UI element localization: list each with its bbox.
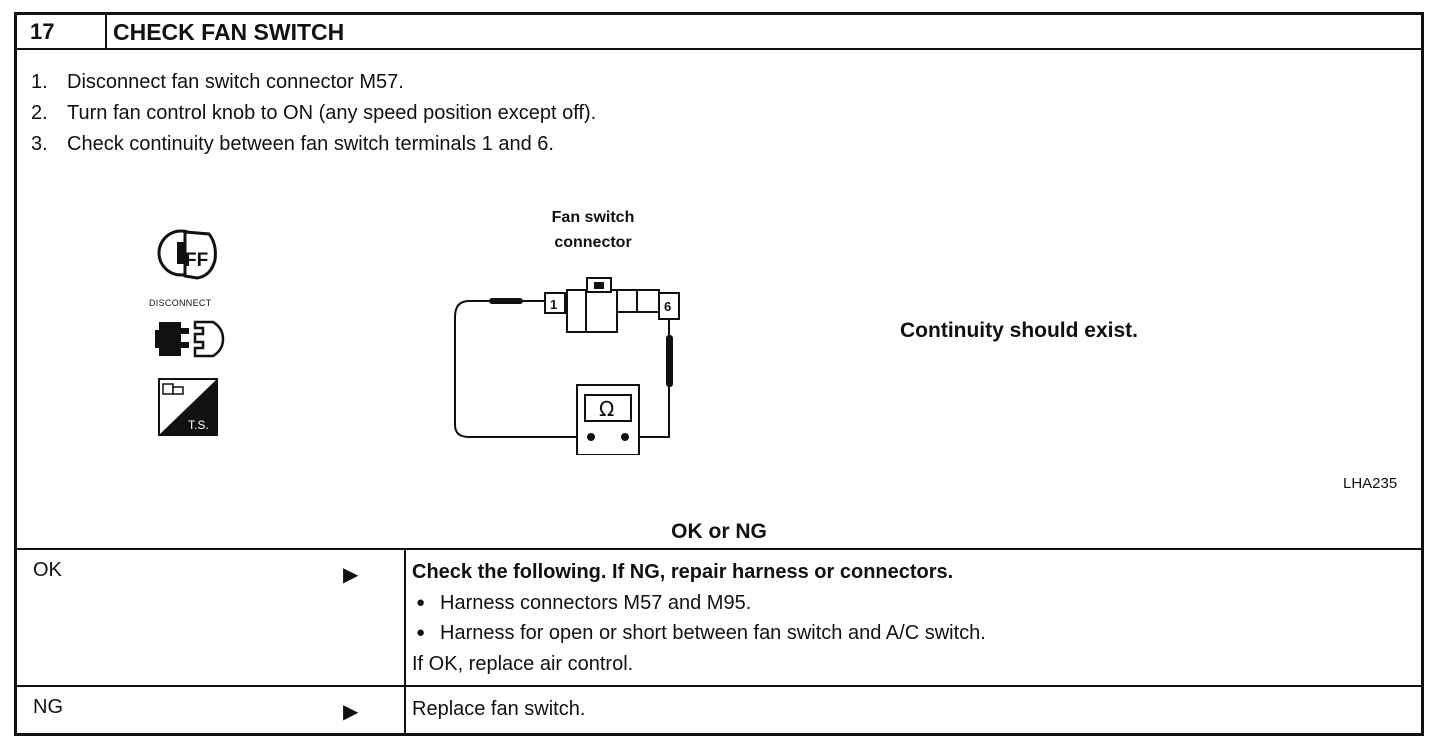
connector-circuit-drawing: 1 6 Ω: [454, 277, 680, 455]
list-item: ●Harness connectors M57 and M95.: [412, 588, 986, 619]
outcome-action-ng: Replace fan switch.: [412, 698, 586, 720]
column-divider: [404, 687, 406, 736]
svg-text:FF: FF: [185, 250, 208, 271]
column-divider: [404, 550, 406, 685]
outcome-label-ng: NG: [33, 696, 63, 718]
ohm-symbol: Ω: [599, 397, 614, 421]
bullet-icon: ●: [416, 624, 426, 641]
disconnect-connector-icon: [155, 320, 225, 358]
procedure-frame: 17 CHECK FAN SWITCH 1.Disconnect fan swi…: [14, 12, 1424, 736]
list-item: ●Harness for open or short between fan s…: [412, 618, 986, 649]
decision-label: OK or NG: [671, 520, 767, 543]
terminal-6-label: 6: [664, 299, 671, 314]
step-number: 17: [17, 15, 107, 48]
terminal-side-icon: T.S.: [158, 378, 218, 436]
outcome-action-ok: Check the following. If NG, repair harne…: [412, 557, 986, 679]
connector-lock-tab: [594, 282, 604, 289]
meter-terminal: [621, 433, 629, 441]
action-heading: Check the following. If NG, repair harne…: [412, 561, 954, 583]
terminal-1: [544, 292, 566, 314]
action-footer: If OK, replace air control.: [412, 652, 634, 675]
arrow-right-icon: ▶: [343, 701, 359, 723]
instruction-item: 2.Turn fan control knob to ON (any speed…: [31, 102, 597, 124]
outcome-row-ng: NG ▶ Replace fan switch.: [17, 685, 1421, 736]
disconnect-label: DISCONNECT: [149, 298, 212, 308]
arrow-right-icon: ▶: [343, 564, 359, 586]
expected-result: Continuity should exist.: [900, 319, 1139, 342]
instruction-item: 3.Check continuity between fan switch te…: [31, 133, 554, 155]
step-header: 17 CHECK FAN SWITCH: [17, 15, 1421, 50]
terminal-1-label: 1: [550, 297, 557, 312]
connector-body: [566, 289, 618, 333]
figure-code: LHA235: [1343, 475, 1398, 492]
ignition-off-icon: FF: [157, 229, 217, 280]
meter-terminal: [587, 433, 595, 441]
outcome-row-ok: OK ▶ Check the following. If NG, repair …: [17, 548, 1421, 685]
bullet-icon: ●: [416, 593, 426, 611]
test-probe-left: [489, 298, 523, 304]
ohmmeter-display: [584, 394, 632, 422]
outcome-label-ok: OK: [33, 559, 62, 581]
step-title: CHECK FAN SWITCH: [113, 19, 345, 45]
diagram-label: Fan switch connector: [551, 209, 635, 251]
instruction-item: 1.Disconnect fan switch connector M57.: [31, 71, 404, 93]
continuity-test-diagram: Fan switch connector 1 6: [441, 205, 681, 455]
ts-label: T.S.: [188, 418, 209, 432]
instruction-list: 1.Disconnect fan switch connector M57. 2…: [31, 67, 596, 160]
test-probe-right: [666, 335, 673, 387]
